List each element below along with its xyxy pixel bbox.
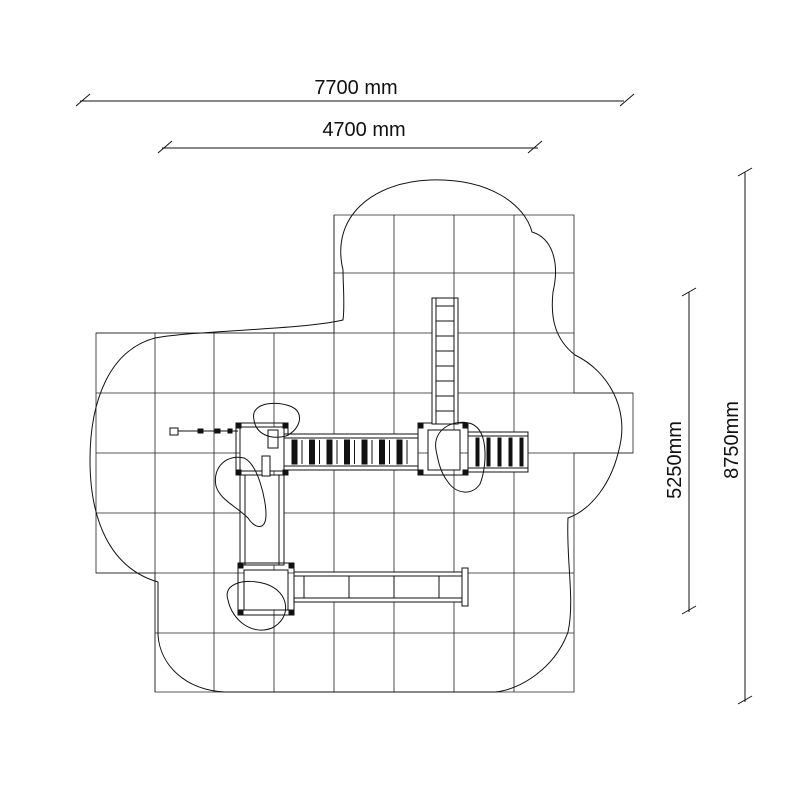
ladder-step bbox=[486, 437, 491, 467]
vertical-walkway bbox=[239, 455, 285, 566]
hanging-chain bbox=[169, 427, 238, 436]
slide-east bbox=[293, 567, 469, 607]
horizontal-ladder-bridge bbox=[283, 433, 419, 471]
ladder-step bbox=[519, 437, 524, 467]
dimension-width-total: 7700 mm bbox=[75, 77, 635, 107]
climbing-ladder-east bbox=[467, 431, 529, 473]
bridge-rung bbox=[326, 439, 333, 465]
play-structure bbox=[169, 297, 529, 631]
fall-zone-blob-top bbox=[253, 402, 300, 438]
dimension-width-equipment-label: 4700 mm bbox=[322, 119, 405, 141]
bridge-rung bbox=[361, 439, 368, 465]
dimension-width-equipment: 4700 mm bbox=[157, 119, 543, 154]
fall-zone-blob-right bbox=[435, 421, 486, 493]
climbing-ladder-north bbox=[431, 297, 459, 425]
dimension-depth-equipment: 5250mm bbox=[664, 287, 697, 615]
dimension-depth-total-label: 8750mm bbox=[721, 401, 743, 479]
dimension-depth-total: 8750mm bbox=[721, 167, 753, 705]
bridge-rung bbox=[291, 439, 298, 465]
bridge-rung bbox=[344, 439, 350, 465]
fall-zone-blob-left bbox=[214, 456, 267, 527]
tower-platform-right bbox=[417, 422, 469, 476]
fall-zone-blob-bottom bbox=[226, 580, 287, 631]
safety-zone-outline bbox=[89, 179, 623, 693]
bridge-rung bbox=[379, 439, 385, 465]
ladder-step bbox=[497, 437, 502, 467]
tower-platform-bottom bbox=[237, 562, 295, 616]
dimension-depth-equipment-label: 5250mm bbox=[664, 421, 686, 499]
ladder-step bbox=[475, 437, 480, 467]
grid-outline bbox=[95, 214, 634, 693]
bridge-rung bbox=[396, 439, 403, 465]
ladder-step bbox=[508, 437, 513, 467]
bridge-rung bbox=[309, 439, 315, 465]
dimension-width-total-label: 7700 mm bbox=[314, 77, 397, 99]
